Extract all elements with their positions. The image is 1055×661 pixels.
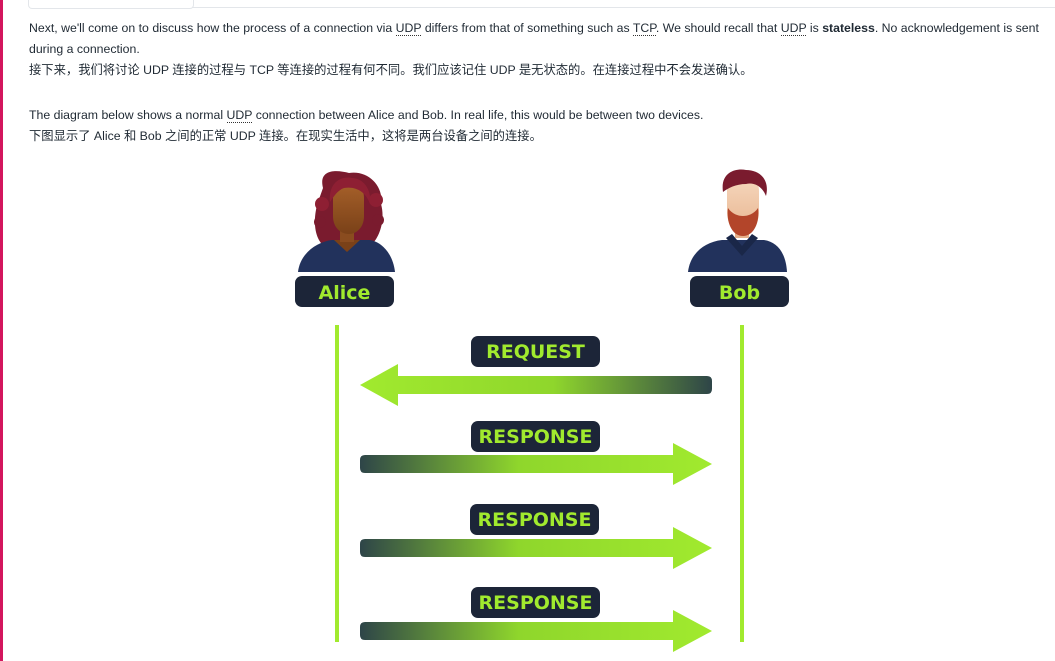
top-divider xyxy=(192,7,1055,8)
request-label-bg xyxy=(471,336,600,367)
alice-avatar xyxy=(298,171,395,272)
paragraph-2-chinese: 下图显示了 Alice 和 Bob 之间的正常 UDP 连接。在现实生活中，这将… xyxy=(29,129,542,143)
bob-body xyxy=(688,240,787,272)
response-label-bg xyxy=(471,587,600,618)
response-label-text: RESPONSE xyxy=(479,592,593,614)
request-message: REQUEST xyxy=(360,336,712,406)
text-segment: . We should recall that xyxy=(655,21,781,35)
response-arrow xyxy=(360,527,712,569)
alice-curl xyxy=(372,214,384,226)
text-segment: differs from that of something such as xyxy=(421,21,633,35)
response-label-bg xyxy=(470,504,599,535)
bob-label: Bob xyxy=(690,276,789,307)
paragraph-2-english: The diagram below shows a normal UDP con… xyxy=(29,105,1049,126)
bob-lifeline xyxy=(740,325,744,642)
response-arrow xyxy=(360,443,712,485)
response-message: RESPONSE xyxy=(360,504,712,569)
alice-curl xyxy=(315,197,329,211)
text-segment: . No acknowledgement is sent during a co… xyxy=(29,21,1039,56)
text-segment: is xyxy=(806,21,823,35)
response-message: RESPONSE xyxy=(360,587,712,652)
response-message: RESPONSE xyxy=(360,421,712,485)
udp-abbr[interactable]: UDP xyxy=(395,21,422,36)
task-content: Next, we'll come on to discuss how the p… xyxy=(29,18,1049,147)
bob-hair xyxy=(722,169,767,196)
response-arrow xyxy=(360,610,712,652)
alice-face xyxy=(333,182,364,234)
request-label-text: REQUEST xyxy=(486,341,585,363)
response-label-text: RESPONSE xyxy=(478,509,592,531)
udp-abbr[interactable]: UDP xyxy=(780,21,807,36)
alice-curl xyxy=(369,193,383,207)
alice-body xyxy=(298,240,395,272)
alice-lifeline xyxy=(335,325,339,642)
alice-label-text: Alice xyxy=(319,282,371,304)
paragraph-1-english: Next, we'll come on to discuss how the p… xyxy=(29,18,1049,60)
bob-label-bg xyxy=(690,276,789,307)
response-label-text: RESPONSE xyxy=(479,426,593,448)
bob-collar xyxy=(726,234,758,256)
alice-hair-front xyxy=(329,177,371,204)
text-segment: Next, we'll come on to discuss how the p… xyxy=(29,21,396,35)
bob-label-text: Bob xyxy=(719,282,760,304)
bob-beard xyxy=(727,208,759,236)
bob-avatar xyxy=(688,169,787,272)
alice-label-bg xyxy=(295,276,394,307)
text-segment: The diagram below shows a normal xyxy=(29,108,227,122)
alice-label: Alice xyxy=(295,276,394,307)
response-label-bg xyxy=(471,421,600,452)
top-tab xyxy=(28,0,194,9)
paragraph-1-chinese: 接下来，我们将讨论 UDP 连接的过程与 TCP 等连接的过程有何不同。我们应该… xyxy=(29,63,753,77)
request-arrow xyxy=(360,364,712,406)
text-segment: connection between Alice and Bob. In rea… xyxy=(252,108,704,122)
udp-abbr[interactable]: UDP xyxy=(226,108,253,123)
left-accent-bar xyxy=(0,0,3,661)
alice-neckline xyxy=(334,240,360,252)
tcp-abbr[interactable]: TCP xyxy=(632,21,656,36)
stateless-emphasis: stateless xyxy=(822,21,875,35)
alice-curl xyxy=(314,216,326,228)
